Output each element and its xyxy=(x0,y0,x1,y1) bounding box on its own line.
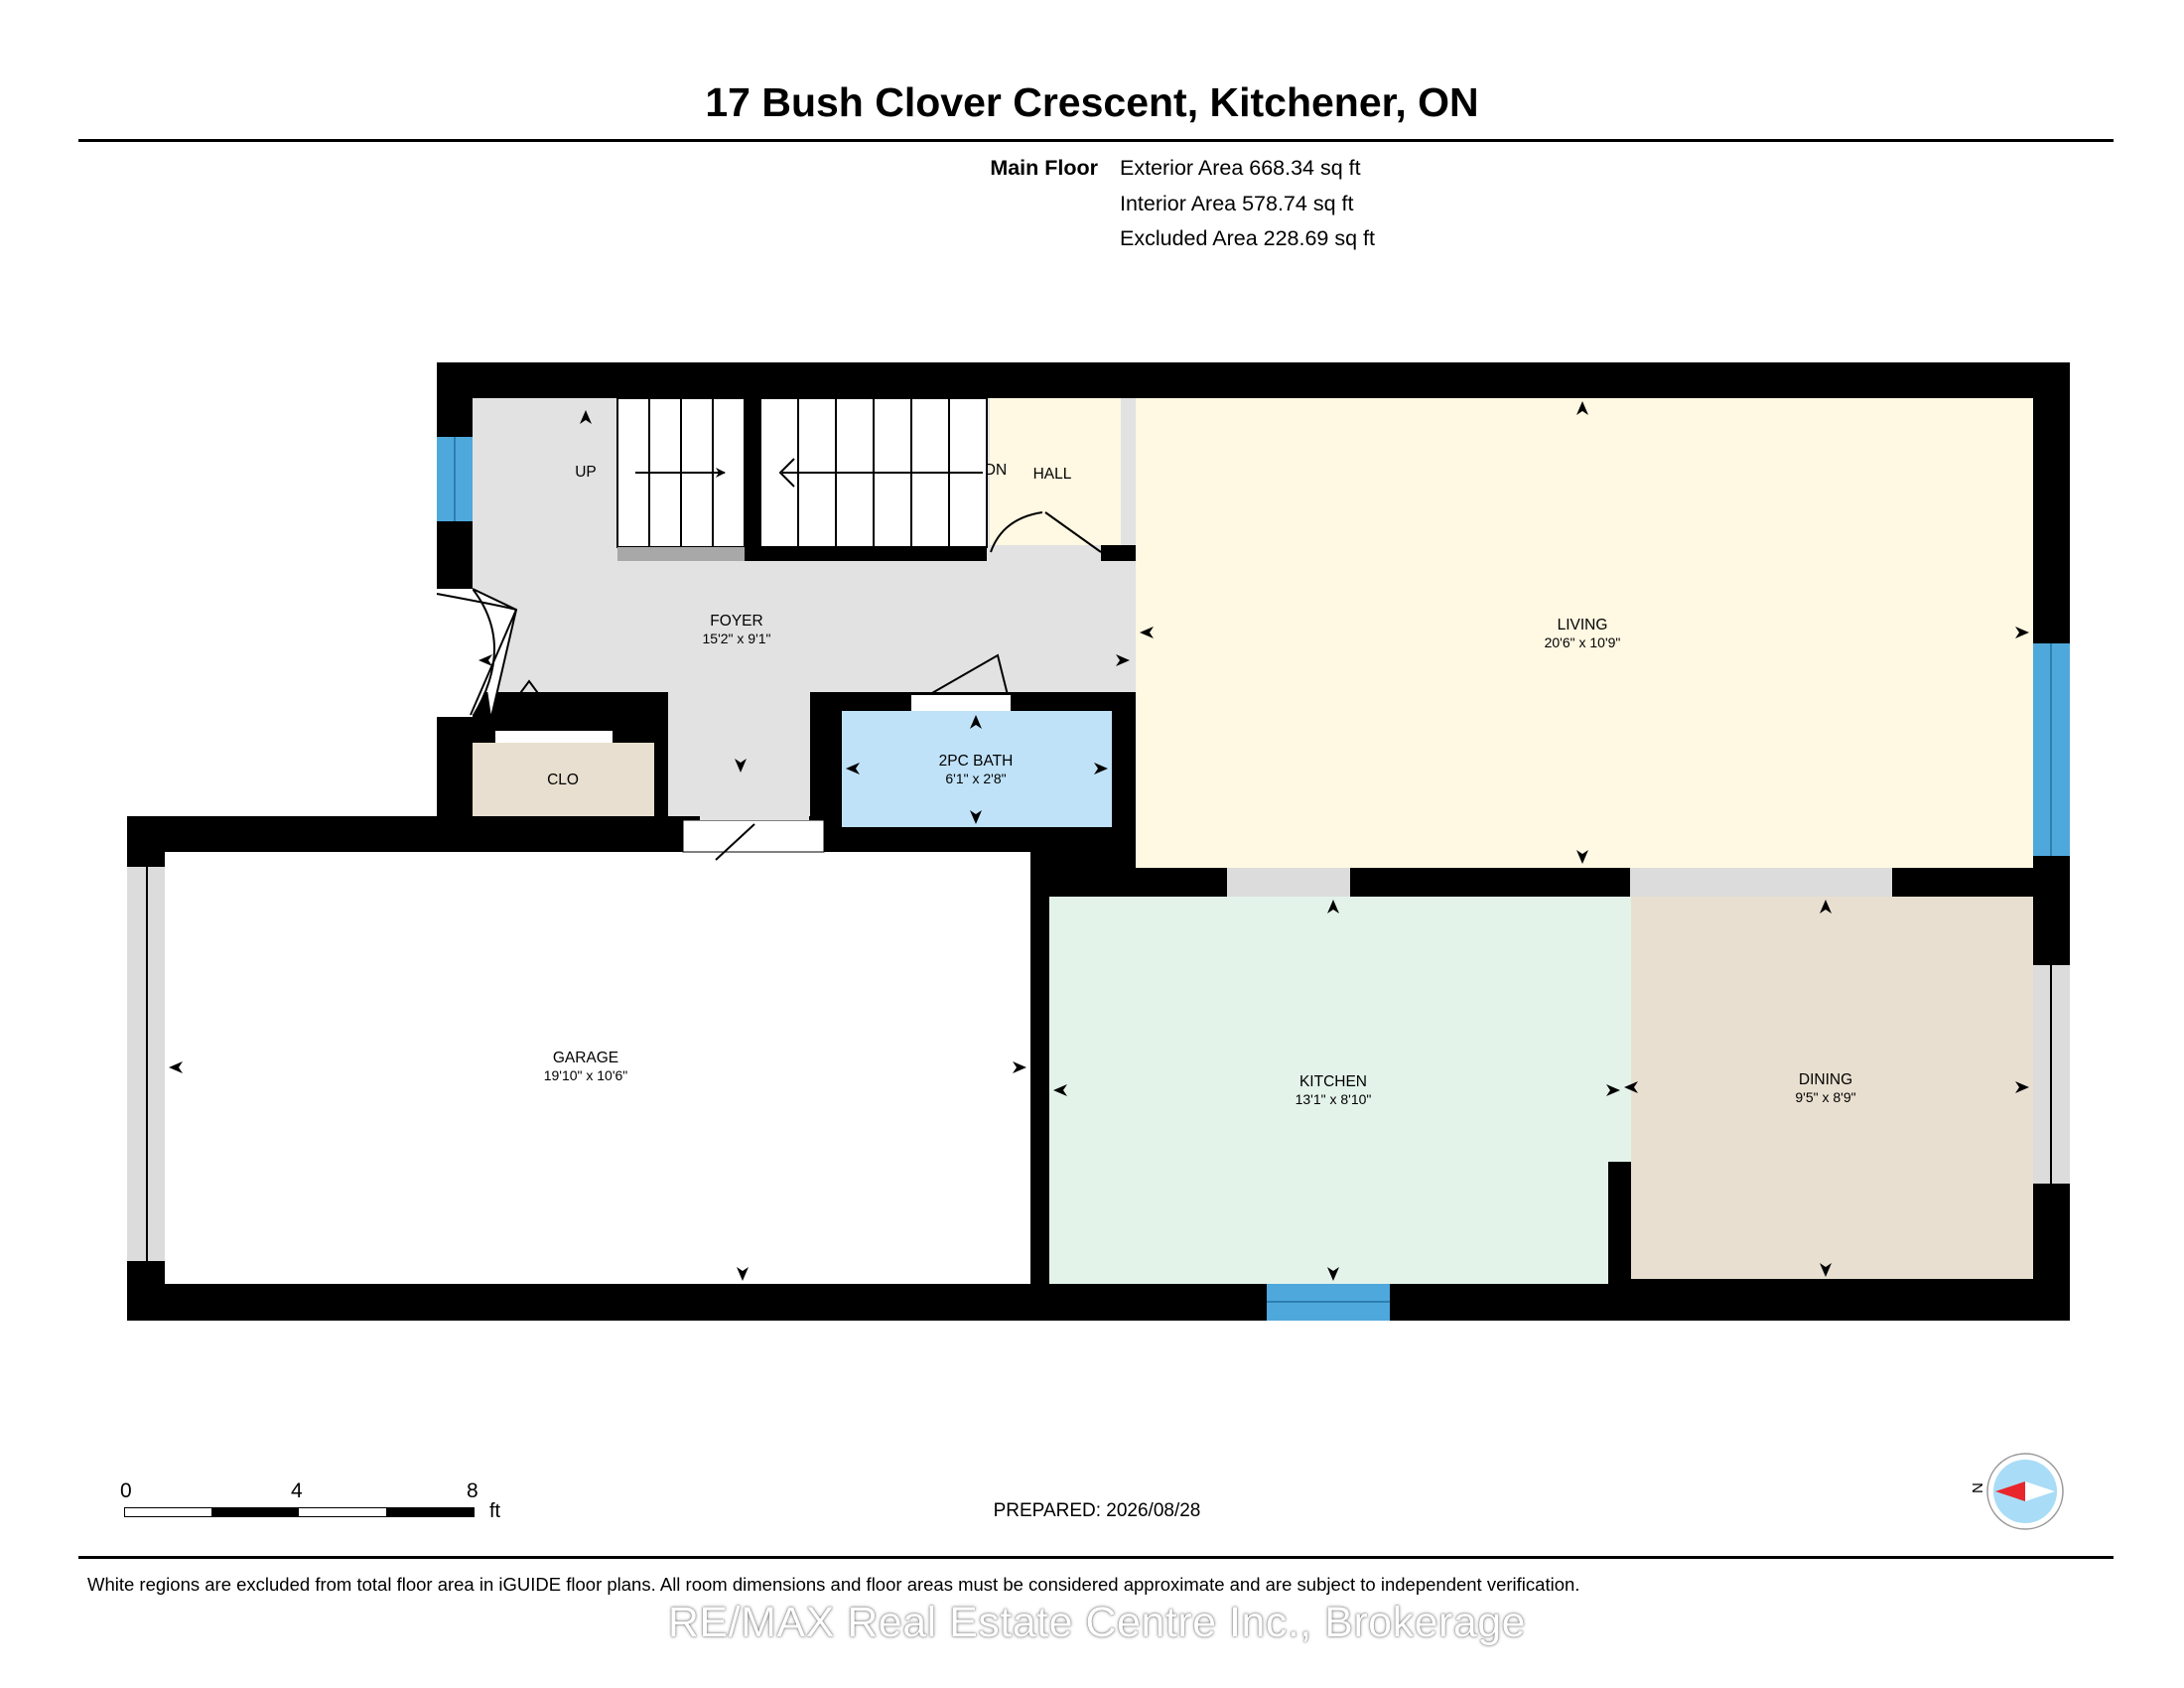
scale-label-8: 8 xyxy=(467,1479,478,1502)
arrow-living-s xyxy=(1576,850,1588,864)
arrow-garage-s xyxy=(737,1267,749,1281)
arrow-kitchen-s xyxy=(1327,1267,1339,1281)
room-kitchen xyxy=(1049,897,1608,1284)
arrow-bath-n xyxy=(970,715,982,729)
room-living xyxy=(1136,398,2033,868)
arrow-bath-s xyxy=(970,810,982,824)
floor-label: Main Floor xyxy=(990,156,1098,180)
exterior-area: Exterior Area 668.34 sq ft xyxy=(1120,156,1361,180)
stair-divider-wall xyxy=(745,398,760,561)
label-bath: 2PC BATH xyxy=(939,753,1014,770)
arrow-foyer-e xyxy=(1116,654,1130,666)
label-hall: HALL xyxy=(1033,466,1072,483)
stair-down-arrow xyxy=(778,458,983,488)
stair-up-label: UP xyxy=(575,464,597,481)
front-door-leaf xyxy=(436,593,517,716)
label-closet: CLO xyxy=(547,772,579,788)
room-closet xyxy=(473,743,654,816)
scale-bar-graphic xyxy=(124,1507,475,1517)
front-door-opening xyxy=(437,589,473,717)
room-garage xyxy=(165,852,1030,1284)
living-dining-opening xyxy=(1630,868,1892,897)
living-kitchen-opening xyxy=(1227,868,1350,897)
arrow-kitchen-n xyxy=(1327,900,1339,914)
stair-landing xyxy=(617,547,745,561)
excluded-area: Excluded Area 228.69 sq ft xyxy=(1120,226,1375,250)
arrow-garage-w xyxy=(169,1061,183,1073)
garage-door-sill xyxy=(700,800,809,820)
label-foyer: FOYER xyxy=(710,613,762,630)
hall-door-swing xyxy=(990,511,1102,553)
stair-bottom-wall xyxy=(760,547,987,561)
label-kitchen: KITCHEN xyxy=(1299,1073,1367,1090)
interior-area: Interior Area 578.74 sq ft xyxy=(1120,191,1354,215)
arrow-foyer-w xyxy=(478,654,492,666)
scale-segment xyxy=(211,1507,299,1517)
arrow-bath-w xyxy=(846,763,860,774)
arrow-foyer-n xyxy=(580,410,592,424)
bath-door-opening xyxy=(911,695,1011,711)
arrow-living-w xyxy=(1140,627,1154,638)
dims-dining: 9'5" x 8'9" xyxy=(1795,1089,1855,1105)
arrow-living-e xyxy=(2015,627,2029,638)
arrow-living-n xyxy=(1576,401,1588,415)
wall-garage-top-left xyxy=(127,816,437,840)
page-title: 17 Bush Clover Crescent, Kitchener, ON xyxy=(705,79,1479,125)
dims-living: 20'6" x 10'9" xyxy=(1545,634,1621,650)
stairs xyxy=(616,397,988,561)
arrow-dining-e xyxy=(2015,1081,2029,1093)
room-dining xyxy=(1631,897,2033,1279)
prepared-date: PREPARED: 2026/08/28 xyxy=(993,1500,1201,1521)
kitchen-dining-opening xyxy=(1608,897,1631,1162)
scale-segment xyxy=(386,1507,474,1517)
arrow-garage-e xyxy=(1013,1061,1026,1073)
arrow-dining-w xyxy=(1624,1081,1638,1093)
hall-wall-stub xyxy=(1101,545,1136,561)
label-living: LIVING xyxy=(1558,617,1608,633)
hall-door-sill xyxy=(990,545,1101,561)
dims-bath: 6'1" x 2'8" xyxy=(945,771,1006,786)
room-foyer-extension xyxy=(668,692,810,816)
room-2pc-bath xyxy=(842,711,1112,827)
scale-label-4: 4 xyxy=(291,1479,303,1502)
bath-door-swing xyxy=(910,653,1012,708)
top-rule xyxy=(78,139,2114,142)
garage-door-leaf xyxy=(715,823,755,861)
compass-pointer-south-icon xyxy=(2025,1481,2055,1501)
arrow-dining-s xyxy=(1820,1263,1832,1277)
dimension-arrows xyxy=(169,401,2029,1281)
arrow-foyer-s xyxy=(735,759,747,773)
label-garage: GARAGE xyxy=(553,1050,618,1066)
compass-dial xyxy=(1986,1453,2064,1530)
compass: N xyxy=(1956,1450,2075,1539)
closet-door-swing xyxy=(491,679,567,732)
arrow-dining-n xyxy=(1820,900,1832,914)
dims-foyer: 15'2" x 9'1" xyxy=(703,631,771,646)
arrow-kitchen-e xyxy=(1606,1084,1620,1096)
arrow-bath-e xyxy=(1094,763,1108,774)
scale-bar: 0 4 8 ft xyxy=(120,1479,500,1524)
doors xyxy=(436,511,1136,861)
bottom-rule xyxy=(78,1556,2114,1559)
scale-label-0: 0 xyxy=(120,1479,132,1502)
area-lines: Exterior Area 668.34 sq ft Interior Area… xyxy=(1120,151,1375,257)
stair-down-label: DN xyxy=(985,462,1007,479)
windows xyxy=(127,437,2070,1321)
dims-kitchen: 13'1" x 8'10" xyxy=(1296,1091,1372,1107)
room-labels: FOYER 15'2" x 9'1" HALL LIVING 20'6" x 1… xyxy=(544,466,1856,1107)
brokerage-watermark: RE/MAX Real Estate Centre Inc., Brokerag… xyxy=(667,1599,1527,1646)
openings xyxy=(1227,868,1892,1284)
scale-unit: ft xyxy=(489,1500,501,1522)
dims-garage: 19'10" x 10'6" xyxy=(544,1067,628,1083)
closet-opening xyxy=(495,731,613,743)
label-dining: DINING xyxy=(1799,1071,1852,1088)
kitchen-dining-wall xyxy=(1608,1162,1631,1284)
compass-pointer-north-icon xyxy=(1995,1481,2025,1501)
arrow-kitchen-w xyxy=(1053,1084,1067,1096)
scale-outline xyxy=(124,1507,475,1517)
disclaimer: White regions are excluded from total fl… xyxy=(87,1574,1580,1595)
